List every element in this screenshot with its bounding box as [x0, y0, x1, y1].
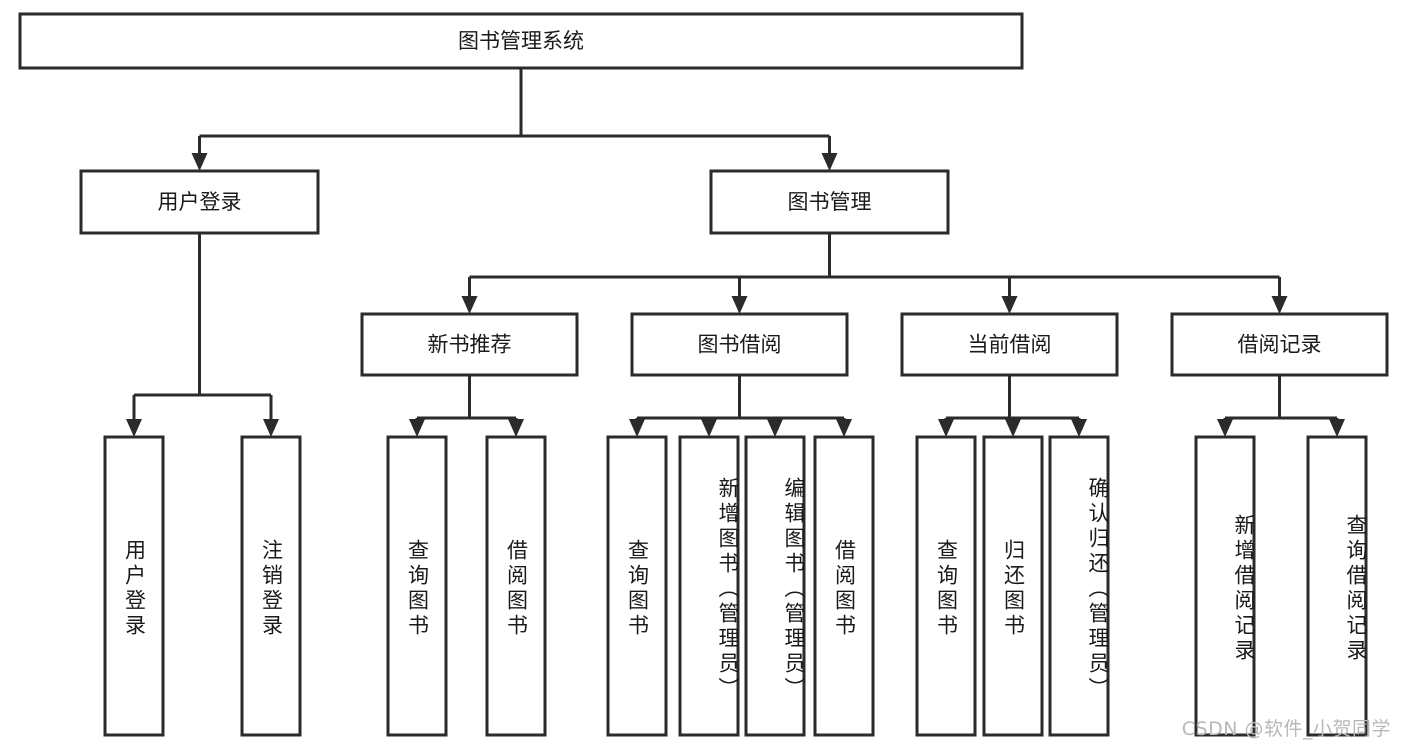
- node-leaf-user-logout-box[interactable]: [240, 435, 302, 737]
- arrow-head-icon: [731, 296, 748, 314]
- node-leaf-return-book[interactable]: [982, 435, 1044, 737]
- node-leaf-query-record-box[interactable]: [1306, 435, 1368, 737]
- node-leaf-add-record[interactable]: [1194, 435, 1256, 737]
- arrow-head-icon: [263, 419, 279, 437]
- node-leaf-query-book-3-box[interactable]: [915, 435, 977, 737]
- node-root-box[interactable]: [18, 12, 1024, 70]
- node-leaf-edit-book[interactable]: [744, 435, 806, 737]
- node-leaf-query-book-3[interactable]: [915, 435, 977, 737]
- node-book-borrow[interactable]: 图书借阅: [630, 312, 849, 377]
- arrow-head-icon: [508, 419, 524, 437]
- node-leaf-query-book-1-box[interactable]: [386, 435, 448, 737]
- node-leaf-edit-book-box[interactable]: [744, 435, 806, 737]
- node-new-book-recommend[interactable]: 新书推荐: [360, 312, 579, 377]
- node-book-borrow-label: 图书借阅: [698, 333, 782, 357]
- arrow-head-icon: [191, 153, 208, 171]
- node-user-login-box[interactable]: [79, 169, 320, 235]
- arrow-head-icon: [767, 419, 783, 437]
- node-leaf-query-book-2[interactable]: [606, 435, 668, 737]
- node-current-borrow-box[interactable]: [900, 312, 1119, 377]
- node-current-borrow[interactable]: 当前借阅: [900, 312, 1119, 377]
- node-user-login-label: 用户登录: [158, 190, 242, 214]
- arrow-head-icon: [461, 296, 478, 314]
- node-borrow-record-box[interactable]: [1170, 312, 1389, 377]
- node-leaf-borrow-book-2-box[interactable]: [813, 435, 875, 737]
- arrow-head-icon: [409, 419, 425, 437]
- node-leaf-user-login-box[interactable]: [103, 435, 165, 737]
- arrow-head-icon: [1329, 419, 1345, 437]
- node-book-manage-box[interactable]: [709, 169, 950, 235]
- arrow-head-icon: [126, 419, 142, 437]
- node-leaf-return-book-box[interactable]: [982, 435, 1044, 737]
- node-new-book-recommend-label: 新书推荐: [428, 333, 512, 357]
- node-leaf-add-book-box[interactable]: [678, 435, 740, 737]
- arrow-head-icon: [1271, 296, 1288, 314]
- node-leaf-query-record[interactable]: [1306, 435, 1368, 737]
- node-leaf-add-record-box[interactable]: [1194, 435, 1256, 737]
- node-book-manage-label: 图书管理: [788, 190, 872, 214]
- node-new-book-recommend-box[interactable]: [360, 312, 579, 377]
- node-leaf-confirm-return-box[interactable]: [1048, 435, 1110, 737]
- node-borrow-record[interactable]: 借阅记录: [1170, 312, 1389, 377]
- node-user-login[interactable]: 用户登录: [79, 169, 320, 235]
- arrow-head-icon: [821, 153, 838, 171]
- arrow-head-icon: [1071, 419, 1087, 437]
- node-leaf-query-book-1[interactable]: [386, 435, 448, 737]
- node-root[interactable]: 图书管理系统: [18, 12, 1024, 70]
- arrow-head-icon: [701, 419, 717, 437]
- arrow-head-icon: [1001, 296, 1018, 314]
- node-leaf-borrow-book-1-box[interactable]: [485, 435, 547, 737]
- node-root-label: 图书管理系统: [458, 29, 584, 53]
- node-leaf-borrow-book-1[interactable]: [485, 435, 547, 737]
- connector-layer: [126, 68, 1345, 437]
- node-leaf-borrow-book-2[interactable]: [813, 435, 875, 737]
- node-book-borrow-box[interactable]: [630, 312, 849, 377]
- arrow-head-icon: [836, 419, 852, 437]
- node-leaf-user-logout[interactable]: [240, 435, 302, 737]
- node-borrow-record-label: 借阅记录: [1238, 333, 1322, 357]
- node-current-borrow-label: 当前借阅: [968, 333, 1052, 357]
- node-leaf-user-login[interactable]: [103, 435, 165, 737]
- node-book-manage[interactable]: 图书管理: [709, 169, 950, 235]
- arrow-head-icon: [1005, 419, 1021, 437]
- watermark-text: CSDN @软件_小贺同学: [1181, 718, 1391, 740]
- arrow-head-icon: [629, 419, 645, 437]
- node-leaf-add-book[interactable]: [678, 435, 740, 737]
- node-leaf-confirm-return[interactable]: [1048, 435, 1110, 737]
- arrow-head-icon: [938, 419, 954, 437]
- arrow-head-icon: [1217, 419, 1233, 437]
- node-leaf-query-book-2-box[interactable]: [606, 435, 668, 737]
